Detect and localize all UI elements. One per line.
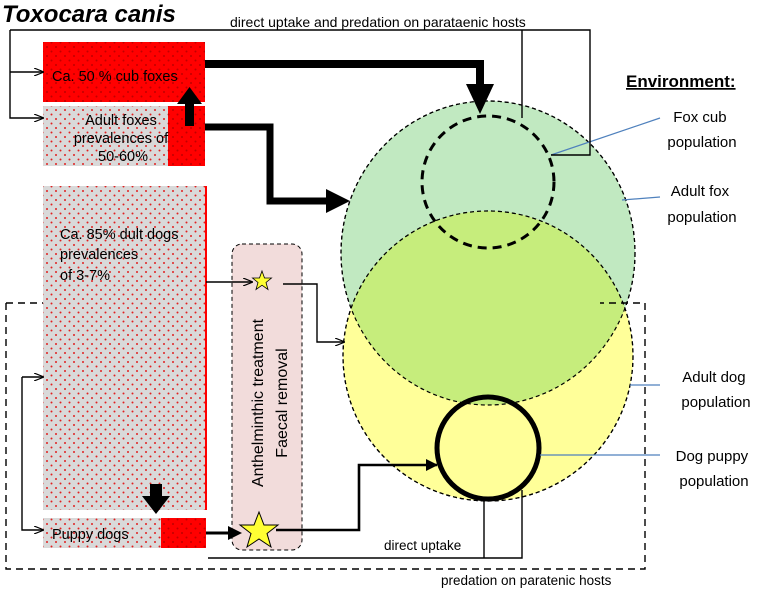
dashed-loop: [5, 302, 646, 570]
treatment-label-2: Faecal removal: [274, 348, 291, 457]
adult-dogs-box: Ca. 85% dult dogs prevalences of 3-7%: [43, 186, 207, 510]
dog-puppy-population-circle: [434, 394, 542, 502]
puppy-dogs-box: Puppy dogs: [43, 518, 206, 548]
dog-puppy-population-label: Dog puppy population: [676, 448, 753, 490]
treatment-box: Anthelminthic treatment Faecal removal: [231, 243, 303, 551]
adult-fox-population-label: Adult fox population: [667, 183, 736, 226]
small-star-icon: [251, 269, 273, 291]
overlap-fill: [343, 211, 633, 405]
thick-arrows: [142, 60, 494, 540]
fox-cub-population-label: Fox cub population: [667, 109, 736, 151]
diagram-title: Toxocara canis: [2, 1, 176, 28]
cub-foxes-label: Ca. 50 % cub foxes: [52, 69, 178, 85]
puppy-dogs-label: Puppy dogs: [52, 527, 129, 543]
fox-cub-population-circle: [420, 114, 556, 250]
adult-foxes-box: Adult foxes prevalences of 50-60%: [43, 106, 205, 166]
adult-foxes-label: Adult foxes prevalences of 50-60%: [74, 113, 172, 165]
thin-arrows: [9, 29, 591, 559]
top-arrow-label: direct uptake and predation on parataeni…: [230, 14, 526, 30]
treatment-label-1: Anthelminthic treatment: [250, 318, 267, 487]
predation-label: predation on paratenic hosts: [441, 573, 612, 588]
large-star-icon: [238, 510, 280, 549]
leader-lines: [540, 117, 661, 456]
adult-dog-population-label: Adult dog population: [681, 369, 750, 411]
cub-foxes-box: Ca. 50 % cub foxes: [43, 42, 205, 102]
direct-uptake-label: direct uptake: [384, 538, 461, 553]
environment-heading: Environment:: [626, 72, 736, 91]
adult-dogs-label: Ca. 85% dult dogs prevalences of 3-7%: [60, 227, 183, 284]
